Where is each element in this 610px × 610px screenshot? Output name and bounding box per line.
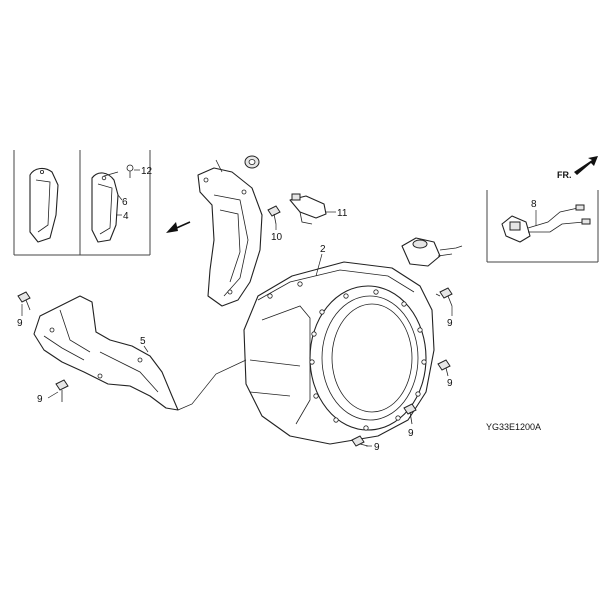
- drawing-code: YG33E1200A: [486, 422, 541, 432]
- switch-assembly: [401, 237, 463, 267]
- bolt-9-hidden: [435, 293, 441, 297]
- lower-shroud: [33, 295, 179, 411]
- inset-variants-box: 12 6 4: [13, 150, 153, 256]
- callout-2: 2: [320, 244, 326, 255]
- callout-10: 10: [271, 232, 283, 243]
- side-shroud: [197, 159, 263, 307]
- callout-6: 6: [122, 197, 128, 208]
- callout-5: 5: [140, 336, 146, 347]
- bolt-10: [267, 205, 281, 225]
- inset-switch-box: [486, 190, 599, 263]
- callout-9-bottom: 9: [374, 442, 380, 453]
- callout-11: 11: [337, 208, 348, 219]
- front-marker: FR.: [557, 156, 598, 180]
- callout-9-right-low: 9: [408, 428, 414, 439]
- switch-8: [501, 204, 591, 243]
- bolt-9-right-mid: [437, 359, 451, 377]
- callout-9-right-top: 9: [447, 318, 453, 329]
- bolt-9-lower-left: [55, 379, 69, 402]
- callout-8: 8: [531, 199, 537, 210]
- callout-9-lower-left: 9: [37, 394, 43, 405]
- connector-line: [177, 359, 247, 411]
- inset-screw-12: [126, 164, 134, 178]
- inset-shroud-b: [91, 171, 119, 243]
- callout-9-upper-left: 9: [17, 318, 23, 329]
- grommet: [244, 155, 260, 169]
- arrow-to-inset-icon: [166, 221, 191, 233]
- callout-9-right-mid: 9: [447, 378, 453, 389]
- front-marker-label: FR.: [557, 170, 572, 180]
- callout-4: 4: [123, 211, 129, 222]
- callout-12: 12: [141, 166, 153, 177]
- front-arrow-icon: [574, 156, 598, 175]
- clamp-11: [289, 193, 327, 225]
- bolt-9-right-top: [439, 287, 453, 307]
- bolt-9-right-low: [403, 403, 417, 425]
- fan-cover: [243, 261, 435, 445]
- bolt-9-upper-left: [17, 291, 31, 311]
- inset-shroud-a: [29, 167, 59, 243]
